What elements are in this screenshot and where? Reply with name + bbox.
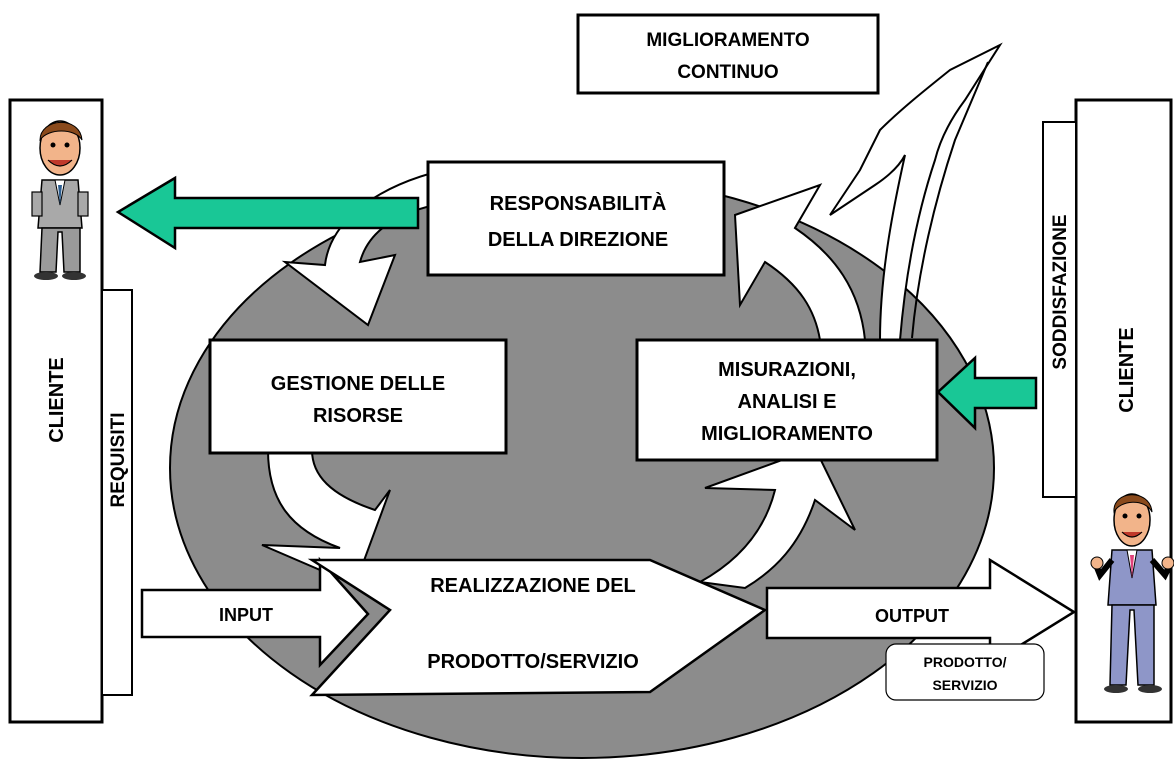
requirements-panel [101, 289, 133, 696]
continuous-improvement-line1: MIGLIORAMENTO [646, 30, 809, 51]
feedback-arrow-left [115, 175, 420, 251]
right-customer-label: CLIENTE [1116, 327, 1138, 413]
continuous-improvement-box [576, 13, 880, 95]
satisfaction-arrow [936, 355, 1038, 431]
management-line2: DELLA DIREZIONE [488, 229, 668, 251]
cycle-arrow-bottom-left [261, 449, 391, 587]
measurement-line3: MIGLIORAMENTO [701, 423, 873, 445]
realization-line1: REALIZZAZIONE DEL [430, 575, 636, 597]
measurement-box [635, 338, 939, 462]
management-line1: RESPONSABILITÀ [490, 192, 667, 215]
output-arrow [765, 557, 1077, 667]
output-note-line1: PRODOTTO/ [924, 654, 1007, 670]
satisfaction-panel [1042, 121, 1077, 498]
satisfaction-label: SODDISFAZIONE [1050, 214, 1071, 369]
resources-line1: GESTIONE DELLE [271, 373, 445, 395]
resources-line2: RISORSE [313, 405, 403, 427]
businessman-smiling-icon [31, 120, 89, 280]
cycle-arrow-top-right [733, 183, 867, 341]
businessman-waving-icon [1090, 493, 1174, 693]
realization-arrow [307, 558, 768, 697]
output-label: OUTPUT [875, 606, 949, 626]
output-note-box [885, 643, 1045, 701]
input-label: INPUT [219, 605, 273, 625]
continuous-improvement-arrow [829, 42, 1003, 341]
measurement-line2: ANALISI E [738, 391, 837, 413]
input-arrow [140, 556, 370, 669]
output-note-line2: SERVIZIO [932, 677, 997, 693]
continuous-improvement-line2: CONTINUO [677, 62, 778, 83]
requirements-label: REQUISITI [108, 412, 129, 507]
measurement-line1: MISURAZIONI, [718, 359, 856, 381]
continuous-improvement-arrow-inner [911, 61, 989, 339]
left-customer-label: CLIENTE [46, 357, 68, 443]
realization-line2: PRODOTTO/SERVIZIO [427, 651, 639, 673]
resources-box [208, 338, 508, 455]
management-box [426, 160, 726, 277]
